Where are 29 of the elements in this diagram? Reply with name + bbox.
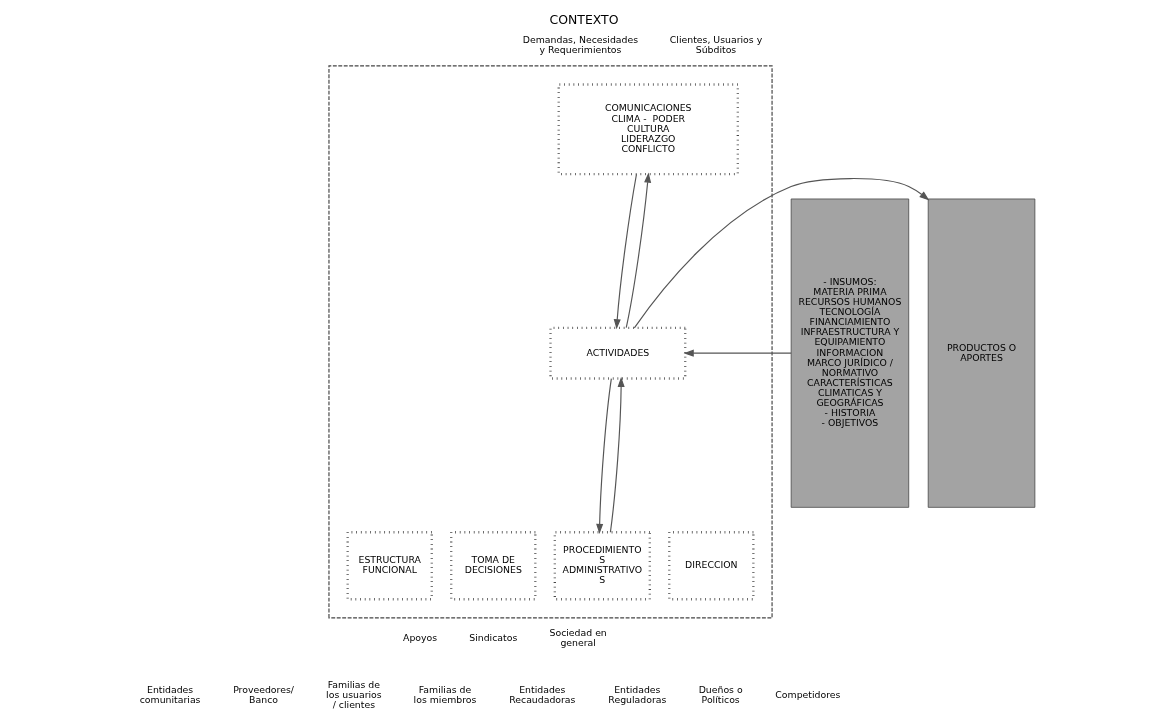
label: Demandas, Necesidades y Requerimientos (522, 33, 639, 56)
arrow (633, 177, 930, 329)
label: Proveedores/ Banco (233, 683, 294, 705)
arrow (609, 376, 625, 533)
node-box: PROCEDIMIENTO S ADMINISTRATIVO S (553, 531, 651, 601)
arrow (683, 349, 792, 357)
label: Entidades comunitarias (139, 683, 201, 705)
label: Apoyos (403, 631, 438, 643)
arrow (625, 172, 652, 329)
node-box: PRODUCTOS O APORTES (927, 198, 1036, 508)
node-box: DIRECCION (668, 531, 755, 601)
label: Sindicatos (469, 631, 518, 643)
node-box: TOMA DE DECISIONES (450, 531, 537, 601)
node-box: ESTRUCTURA FUNCIONAL (346, 531, 433, 601)
cluster (328, 65, 773, 619)
label: Competidores (775, 688, 841, 700)
label: Clientes, Usuarios y Súbditos (669, 33, 763, 56)
label: Familias de los usuarios / clientes (326, 678, 382, 710)
label: Familias de los miembros (413, 683, 477, 705)
label: Entidades Reguladoras (608, 683, 667, 705)
arrow (613, 173, 638, 330)
node-box: - INSUMOS: MATERIA PRIMA RECURSOS HUMANOS TECNOLOGÍA FINANCIAMIENTO INFRAESTRUCTURA Y EQUIPAMIENTO INFORMACION MARCO JURÍDICO / NORMATIVO CARACTERÍSTICAS CLIMATICAS Y GEOGRÁFICAS - HISTORIA - OBJETIVOS (790, 198, 910, 508)
node-box: COMUNICACIONES CLIMA - PODER CULTURA LIDERAZGO CONFLICTO (557, 83, 739, 176)
label: Sociedad en general (549, 626, 607, 648)
arrow (596, 377, 612, 534)
label: Entidades Recaudadoras (509, 683, 576, 705)
diagram-title: CONTEXTO (549, 12, 619, 28)
node-box: ACTIVIDADES (549, 326, 687, 380)
label: Dueños o Políticos (698, 683, 743, 705)
